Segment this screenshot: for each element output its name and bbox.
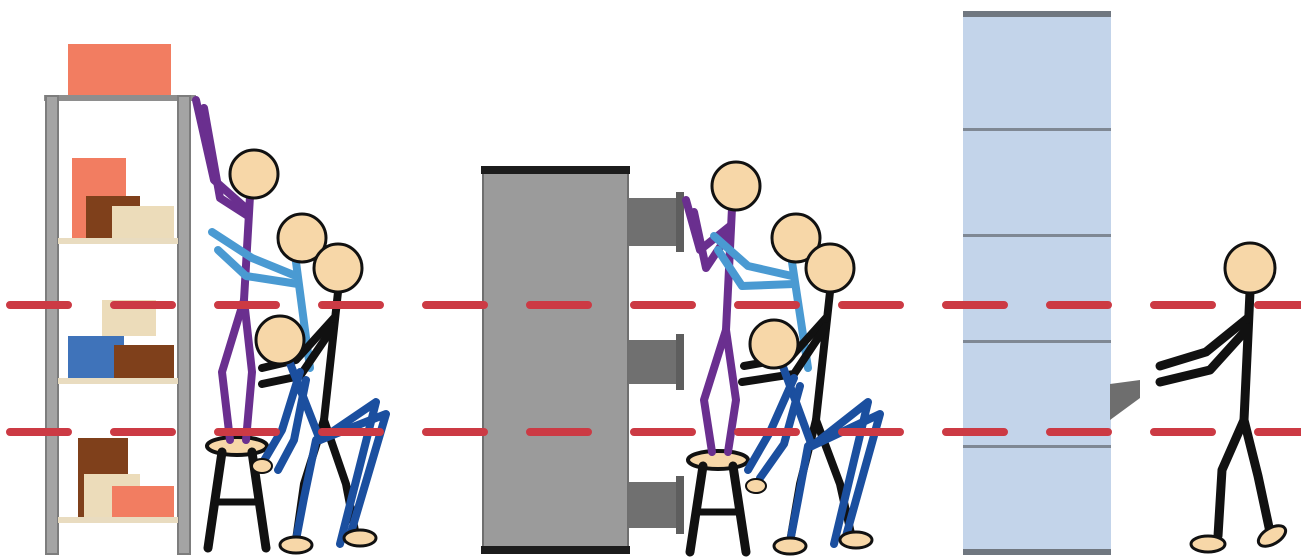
step-stool-icon — [688, 451, 748, 552]
vlm-access-tray — [1110, 380, 1140, 420]
vlm-bottom-edge — [963, 549, 1111, 555]
shelf-left-post — [46, 96, 58, 554]
panel-open-shelving — [44, 44, 196, 554]
vlm-body — [963, 14, 1111, 554]
stick-figure-icon — [748, 364, 880, 544]
vlm-tray-line — [963, 234, 1111, 237]
cabinet-top-edge — [481, 166, 630, 174]
shelf-right-post — [178, 96, 190, 554]
vlm-tray-line — [963, 445, 1111, 448]
cabinet-drawer-front — [676, 476, 684, 534]
storage-box-icon — [114, 345, 174, 378]
figure-foot — [1191, 536, 1225, 552]
stick-figure-icon — [1160, 292, 1270, 536]
shelf-board — [58, 238, 178, 244]
vlm-tray-line — [963, 340, 1111, 343]
storage-box-icon — [112, 486, 174, 517]
cabinet-body — [483, 170, 628, 550]
shelf-board — [58, 517, 178, 523]
figure-foot — [840, 532, 872, 548]
cabinet-drawer — [626, 198, 680, 246]
figure-head — [712, 162, 760, 210]
figure-head — [806, 244, 854, 292]
figure-hand — [252, 459, 272, 473]
figure-head — [750, 320, 798, 368]
figure-head — [256, 316, 304, 364]
figure-hand — [746, 479, 766, 493]
shelf-board — [58, 378, 178, 384]
cabinet-drawer — [626, 482, 680, 528]
panel-vertical-lift-module — [963, 11, 1140, 555]
cabinet-drawer-front — [676, 334, 684, 390]
panel-drawer-cabinet — [481, 166, 684, 554]
storage-box-icon — [112, 206, 174, 238]
figure-foot — [280, 537, 312, 553]
step-stool-icon — [207, 437, 267, 548]
figure-head — [1225, 243, 1275, 293]
vlm-tray-line — [963, 128, 1111, 131]
figure-foot — [1255, 522, 1289, 551]
figure-foot — [774, 538, 806, 554]
cabinet-drawer — [626, 340, 680, 384]
storage-box-icon — [68, 44, 171, 96]
figure-foot — [344, 530, 376, 546]
cabinet-bottom-edge — [481, 546, 630, 554]
shelf-top-bar — [44, 95, 196, 101]
figure-head — [230, 150, 278, 198]
figure-head — [314, 244, 362, 292]
vlm-top-edge — [963, 11, 1111, 17]
